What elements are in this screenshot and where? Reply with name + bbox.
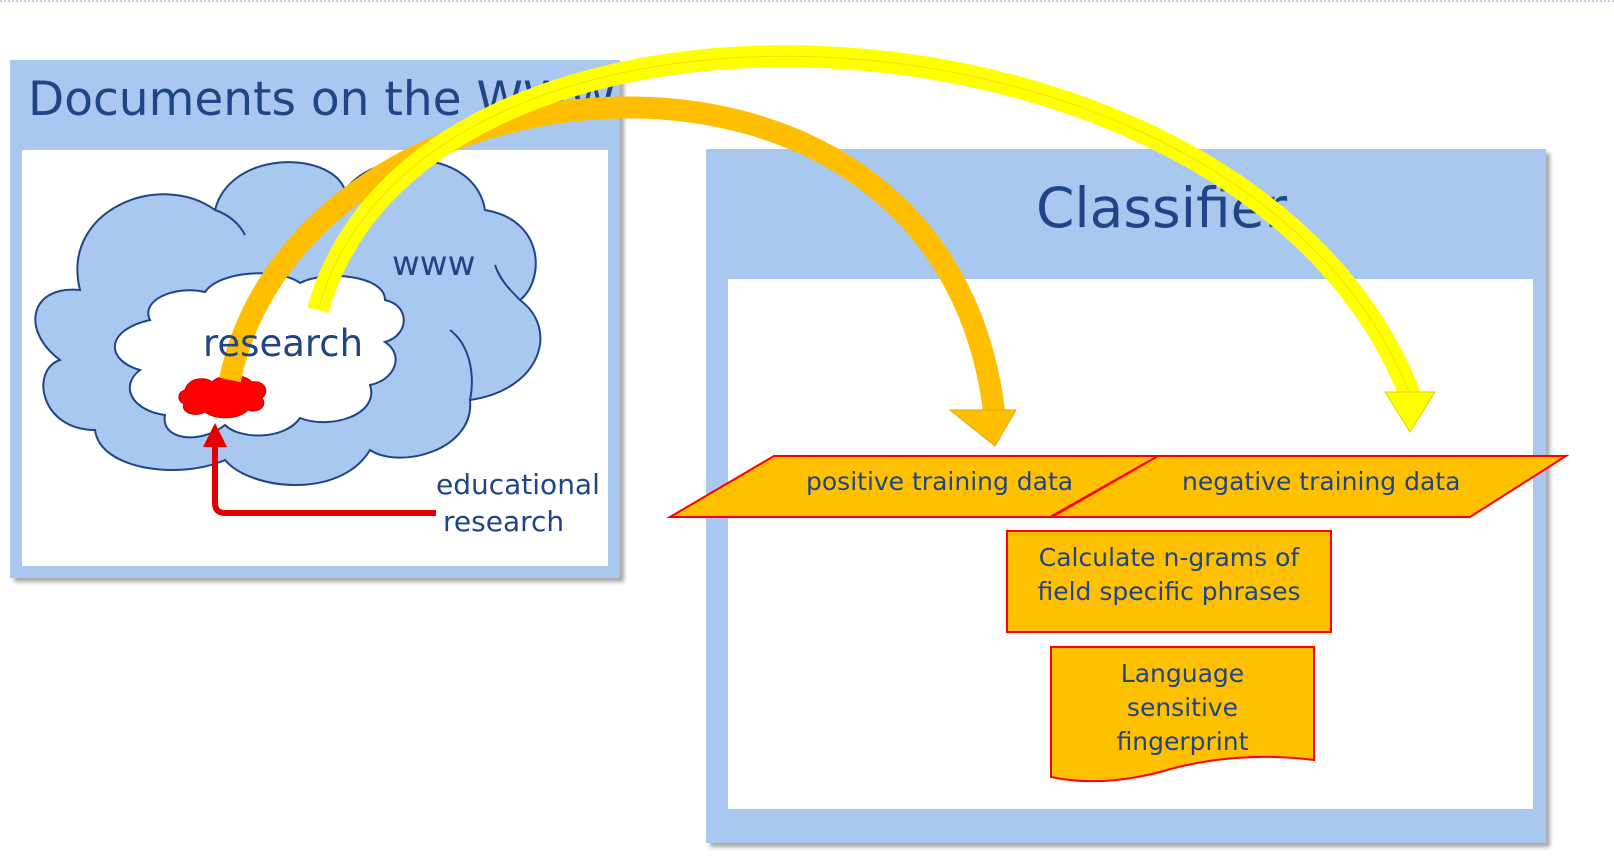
ngrams-process-box bbox=[1006, 530, 1332, 633]
fingerprint-line3: fingerprint bbox=[1116, 727, 1249, 756]
negative-training-data-box bbox=[1048, 455, 1570, 518]
research-label: research bbox=[203, 322, 364, 365]
educational-research-pointer-head bbox=[203, 423, 227, 447]
negative-data-arrow-outline bbox=[317, 55, 1411, 396]
www-label: www bbox=[392, 244, 476, 284]
fingerprint-line2: sensitive bbox=[1126, 693, 1239, 722]
fingerprint-line1: Language bbox=[1120, 659, 1245, 688]
ngrams-line2: field specific phrases bbox=[1037, 577, 1301, 606]
www-cloud-fold bbox=[214, 209, 246, 236]
ngrams-line1: Calculate n-grams of bbox=[1038, 543, 1300, 572]
www-cloud-fold bbox=[494, 264, 521, 301]
fingerprint-document-box bbox=[1050, 646, 1315, 783]
negative-data-arrowhead bbox=[1384, 391, 1436, 433]
positive-training-data-label: positive training data bbox=[806, 467, 1074, 496]
ngrams-text: Calculate n-grams of field specific phra… bbox=[1007, 541, 1331, 609]
www-cloud-fold bbox=[449, 329, 473, 401]
educational-research-label-line1: educational bbox=[436, 468, 600, 501]
slide-top-border bbox=[0, 0, 1614, 2]
educational-research-pointer bbox=[212, 445, 436, 516]
educational-research-blob bbox=[178, 374, 267, 419]
educational-research-label-line2: research bbox=[443, 505, 565, 538]
positive-data-arrowhead bbox=[948, 409, 1017, 447]
positive-data-arrow bbox=[219, 96, 1006, 422]
fingerprint-text: Language sensitive fingerprint bbox=[1051, 657, 1314, 759]
negative-training-data-label: negative training data bbox=[1182, 467, 1461, 496]
